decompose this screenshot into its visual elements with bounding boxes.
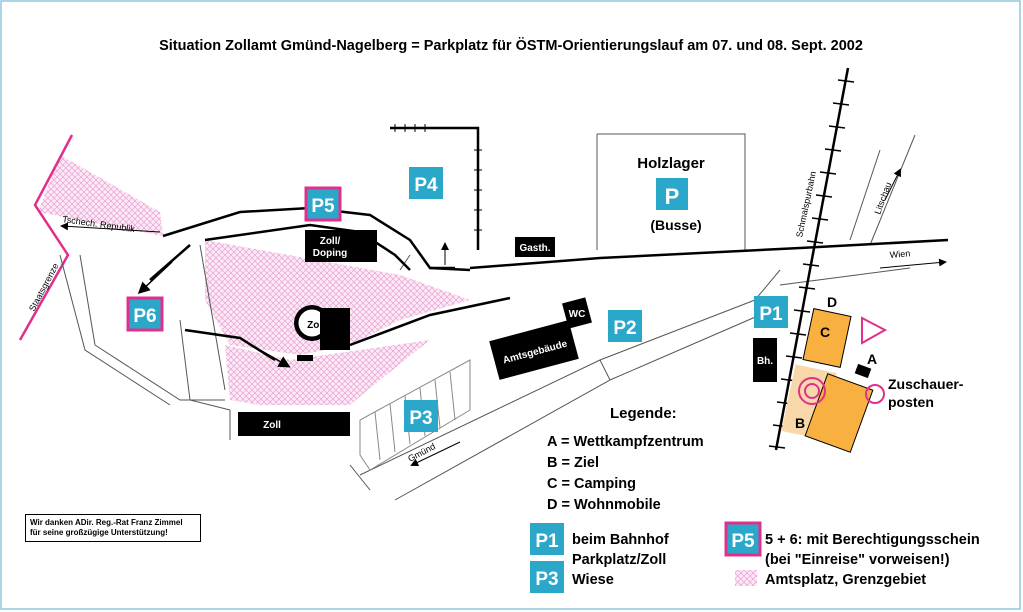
label-staatsgrenze: Staatsgrenze [27, 261, 61, 313]
label-wien: Wien [889, 248, 910, 260]
svg-text:P3: P3 [535, 569, 558, 590]
legend-item-c: C = Camping [547, 476, 636, 492]
building-gasth [515, 237, 555, 257]
wc-label: WC [569, 309, 586, 320]
area-d-label: D [827, 294, 837, 310]
legend-hatch-text: Amtsplatz, Grenzgebiet [765, 572, 926, 588]
parking-sign-p6: P6 [126, 296, 164, 332]
building-amtsgebaeude [489, 320, 579, 380]
building-zoll-round [294, 305, 350, 350]
zoll-lower-label: Zoll [263, 420, 281, 431]
ziel-circle-inner [804, 383, 820, 399]
legend-p1-text: beim Bahnhof [572, 532, 669, 548]
building-wc [562, 297, 592, 329]
svg-text:P5: P5 [731, 531, 755, 552]
legend-item-d: D = Wohnmobile [547, 497, 661, 513]
svg-text:P1: P1 [759, 304, 783, 325]
legend-p3-text: Wiese [572, 572, 614, 588]
legend-p5-text-2: (bei "Einreise" vorweisen!) [765, 552, 950, 568]
p4-ticks [394, 124, 482, 231]
holzlager-parking-label: P [665, 184, 680, 209]
zoll-doping-label-1: Zoll/ [320, 236, 341, 247]
area-a-label: A [867, 351, 877, 367]
state-border-line [18, 134, 74, 341]
area-b-label: B [795, 415, 805, 431]
holzlager-title: Holzlager [637, 155, 705, 172]
gasth-label: Gasth. [519, 243, 550, 254]
parking-sign-p2: P2 [608, 310, 642, 342]
hatch-area-lower [225, 340, 430, 405]
road-outlines [59, 133, 916, 501]
area-b [804, 373, 874, 453]
arrow-wien [879, 258, 947, 269]
building-bh [753, 338, 777, 382]
arrow-tschech [60, 222, 161, 233]
map-title: Situation Zollamt Gmünd-Nagelberg = Park… [159, 37, 863, 54]
bh-label: Bh. [757, 356, 773, 367]
small-building [297, 355, 313, 361]
legend-p1-sign: P1 [530, 523, 564, 555]
zuschauer-label-2: posten [888, 394, 934, 410]
parking-sign-p3: P3 [404, 400, 438, 432]
zoll-doping-label-2: Doping [313, 248, 347, 259]
legend-p5-sign: P5 [724, 521, 762, 557]
building-zoll-lower [238, 412, 350, 436]
hatch-area-center [205, 240, 470, 355]
label-schmalspurbahn: Schmalspurbahn [794, 170, 818, 238]
road-p4-boundary [390, 126, 480, 250]
label-litschau: Litschau [872, 181, 893, 216]
ziel-circle-outer [798, 377, 826, 405]
zoll-round-label: Zoll [307, 320, 325, 331]
holzlager-sub: (Busse) [650, 217, 701, 233]
legend-hatch-swatch [735, 570, 757, 586]
area-a-marker [854, 363, 872, 379]
start-triangle-icon [861, 316, 888, 345]
credit-box: Wir danken ADir. Reg.-Rat Franz Zimmel f… [25, 514, 201, 542]
zuschauer-label-1: Zuschauer- [888, 376, 964, 392]
arrow-p6 [137, 261, 173, 295]
area-c [802, 308, 852, 368]
svg-text:P1: P1 [535, 531, 559, 552]
legend-title: Legende: [610, 405, 677, 422]
parking-sign-p1: P1 [754, 296, 788, 328]
credit-line-2: für seine großzügige Unterstützung! [30, 528, 168, 537]
svg-text:P6: P6 [133, 306, 156, 327]
legend-p3-sign: P3 [530, 561, 564, 593]
legend-p5-text: 5 + 6: mit Berechtigungsschein [765, 532, 980, 548]
svg-text:P4: P4 [414, 175, 438, 196]
area-c-label: C [820, 324, 830, 340]
parking-sign-p4: P4 [409, 167, 443, 199]
arrow-gmuend [410, 441, 461, 467]
railway-line [774, 67, 850, 451]
holzlager-parking-sign [656, 178, 688, 210]
svg-text:P2: P2 [613, 318, 636, 339]
credit-line-1: Wir danken ADir. Reg.-Rat Franz Zimmel [30, 518, 183, 527]
legend-p1-text-2: Parkplatz/Zoll [572, 552, 666, 568]
zuschauer-circle [865, 384, 885, 404]
building-zoll-doping [305, 230, 377, 262]
arrow-litschau [884, 168, 901, 201]
svg-text:P3: P3 [409, 408, 432, 429]
parking-sign-p5: P5 [304, 186, 342, 222]
hatch-area-upper-left [38, 155, 163, 236]
legend-item-b: B = Ziel [547, 455, 599, 471]
svg-text:P5: P5 [311, 196, 335, 217]
arrow-zoll [259, 349, 291, 368]
legend-item-a: A = Wettkampfzentrum [547, 434, 704, 450]
